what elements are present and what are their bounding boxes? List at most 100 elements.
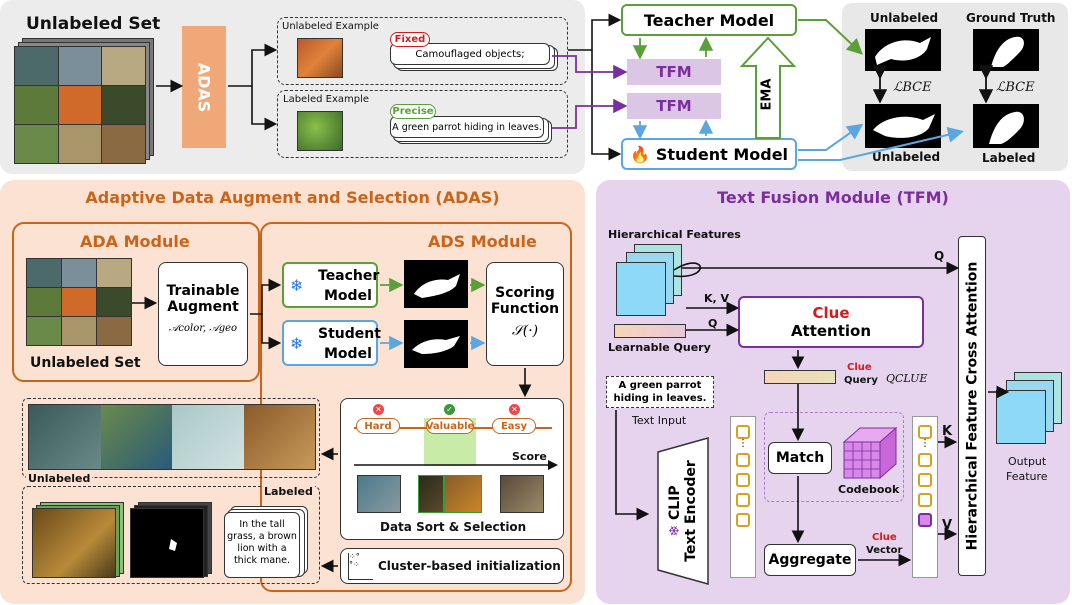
- lion-text-stack: In the tall grass, a brown lion with a t…: [224, 506, 308, 578]
- hier-features-stack: [616, 244, 682, 316]
- text-token-column: ⋮: [730, 416, 756, 578]
- ada-module-box: [12, 222, 260, 382]
- easy-x-icon: ✕: [509, 404, 520, 415]
- aggregate-box: Aggregate: [764, 544, 856, 576]
- scoring-function-box: Scoring Function 𝒮(·): [486, 262, 564, 366]
- tfm-arrows: [615, 261, 1010, 567]
- kv-label: K, V: [704, 292, 730, 305]
- tfm-title: Text Fusion Module (TFM): [717, 188, 949, 207]
- ema-arrow: [739, 36, 797, 139]
- text-input-box: A green parrot hiding in leaves.: [606, 376, 714, 408]
- labeled-example-image: [297, 111, 343, 151]
- tfm-box-2: TFM: [627, 93, 721, 119]
- cluster-init-label: Cluster-based initialization: [378, 559, 561, 573]
- fixed-text: Camouflaged objects;: [390, 43, 550, 65]
- labeled-mask: [973, 104, 1039, 148]
- q-clue-symbol: QCLUE: [886, 372, 928, 385]
- lion-text-card: In the tall grass, a brown lion with a t…: [224, 512, 300, 578]
- text-input-label: Text Input: [632, 414, 687, 427]
- labeled-strip-box: [22, 486, 320, 584]
- image-grid: [14, 46, 146, 164]
- unlabeled-example-box: [277, 17, 568, 85]
- unlabeled-set-stack: [14, 38, 154, 164]
- ads-student-box: ❄ Student Model: [282, 320, 381, 366]
- unlabeled-strip-label: Unlabeled: [26, 472, 93, 485]
- clue-vector-label-2: Vector: [866, 545, 903, 556]
- unlabeled-pred-mask: [865, 29, 941, 71]
- precise-text-stack: A green parrot hiding in leaves.: [390, 116, 552, 144]
- student-mask: [404, 320, 468, 368]
- teacher-mask: [404, 260, 468, 308]
- learnable-query-label: Learnable Query: [608, 341, 711, 354]
- loss-bce-1: ℒBCE: [893, 80, 932, 95]
- labeled-mask-stack: [130, 502, 212, 578]
- ada-image-grid: [26, 258, 132, 346]
- cluster-icon: ⁘°°⁘: [348, 553, 373, 580]
- labeled-example-box: [277, 90, 568, 158]
- easy-sample: [500, 475, 544, 513]
- unlabeled-pred-mask-2: [865, 104, 941, 148]
- valuable-check-icon: ✓: [444, 404, 455, 415]
- ada-unlabeled-set: Unlabeled Set: [30, 355, 141, 371]
- valuable-sample-1: [418, 475, 444, 513]
- hard-tag: Hard: [356, 418, 400, 434]
- kv-token-column: ⋮: [912, 416, 938, 578]
- codebook-label: Codebook: [838, 483, 900, 496]
- clip-encoder-shape: [657, 437, 709, 585]
- hard-sample: [357, 475, 401, 513]
- valuable-sample-2: [444, 475, 482, 513]
- codebook-region: [764, 412, 904, 502]
- output-feature-stack: [996, 372, 1062, 444]
- fixed-tag: Fixed: [390, 32, 430, 47]
- snowflake-icon: ❄: [290, 276, 304, 295]
- codebook-cube: [842, 426, 898, 480]
- learnable-query-bar: [614, 324, 686, 338]
- score-axis: [354, 460, 558, 470]
- trainable-augment-box: Trainable Augment 𝒜color, 𝒜geo: [158, 262, 248, 366]
- unlabeled-example-label: Unlabeled Example: [282, 21, 379, 32]
- hier-features-label: Hierarchical Features: [608, 228, 741, 241]
- output-feature-label-1: Output: [1008, 455, 1047, 468]
- score-label: Score: [512, 450, 547, 463]
- hfca-box: Hierarchical Feature Cross Attention: [958, 236, 986, 576]
- cluster-init-box: [340, 548, 564, 584]
- unlabeled-top-label: Unlabeled: [870, 11, 939, 25]
- ground-truth-label: Ground Truth: [966, 11, 1056, 25]
- ground-truth-mask: [973, 29, 1039, 71]
- unlabeled-example-image: [297, 38, 343, 78]
- labeled-image-stack: [32, 502, 124, 578]
- unlabeled-strip: [28, 404, 316, 470]
- ada-module-title: ADA Module: [80, 232, 190, 251]
- clue-attention-box: Clue Attention: [738, 296, 924, 348]
- labeled-strip-label: Labeled: [262, 485, 315, 498]
- loss-bce-2: ℒBCE: [996, 80, 1035, 95]
- clue-query-label-2: Query: [844, 375, 878, 386]
- precise-tag: Precise: [390, 104, 436, 119]
- q-label-small: Q: [708, 317, 718, 330]
- clue-vector-label-1: Clue: [872, 532, 897, 543]
- unlabeled-set-title: Unlabeled Set: [26, 14, 161, 34]
- q-label-top: Q: [934, 249, 945, 263]
- ads-module-title: ADS Module: [428, 232, 537, 251]
- unlabeled-bottom-label: Unlabeled: [872, 150, 941, 164]
- unlabeled-strip-box: [22, 398, 320, 478]
- v-label: V: [942, 518, 953, 533]
- labeled-label: Labeled: [982, 151, 1036, 165]
- output-feature-label-2: Feature: [1006, 470, 1048, 483]
- easy-tag: Easy: [492, 418, 536, 434]
- valuable-tag: Valuable: [426, 418, 474, 434]
- fire-icon: 🔥: [629, 144, 650, 164]
- hard-x-icon: ✕: [373, 404, 384, 415]
- data-sort-label: Data Sort & Selection: [380, 520, 527, 534]
- ads-teacher-box: ❄ Teacher Model: [282, 262, 379, 308]
- top-arrows: [156, 13, 994, 161]
- adas-title: Adaptive Data Augment and Selection (ADA…: [85, 188, 500, 207]
- tfm-box-1: TFM: [627, 59, 721, 85]
- teacher-model-box: Teacher Model: [621, 4, 797, 36]
- fixed-text-stack: Camouflaged objects;: [390, 43, 558, 71]
- k-label: K: [942, 424, 953, 439]
- labeled-example-label: Labeled Example: [283, 94, 370, 105]
- clue-query-bar: [764, 370, 836, 384]
- adas-block: ADAS: [182, 26, 226, 148]
- precise-text: A green parrot hiding in leaves.: [390, 116, 544, 138]
